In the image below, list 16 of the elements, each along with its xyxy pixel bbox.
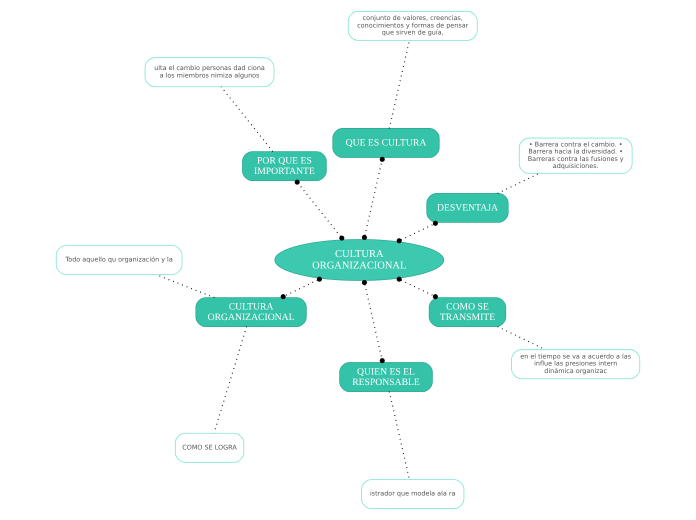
connector <box>294 180 344 241</box>
node-box: QUIEN ES EL RESPONSABLE <box>339 362 433 392</box>
connector <box>388 392 410 480</box>
connector <box>220 86 274 152</box>
connector <box>396 276 438 300</box>
node-box: QUE ES CULTURA <box>332 128 440 158</box>
connector <box>280 276 322 300</box>
node-box: COMO SE TRANSMITE <box>428 297 506 328</box>
connector <box>362 280 385 364</box>
connector <box>497 173 540 194</box>
connector <box>388 40 410 128</box>
connector <box>396 220 438 244</box>
connector <box>362 156 385 240</box>
node-box: POR QUE ES IMPORTANTE <box>242 151 327 182</box>
node-box: DESVENTAJA <box>426 192 509 223</box>
node-box: CULTURA ORGANIZACIONAL <box>195 297 307 328</box>
